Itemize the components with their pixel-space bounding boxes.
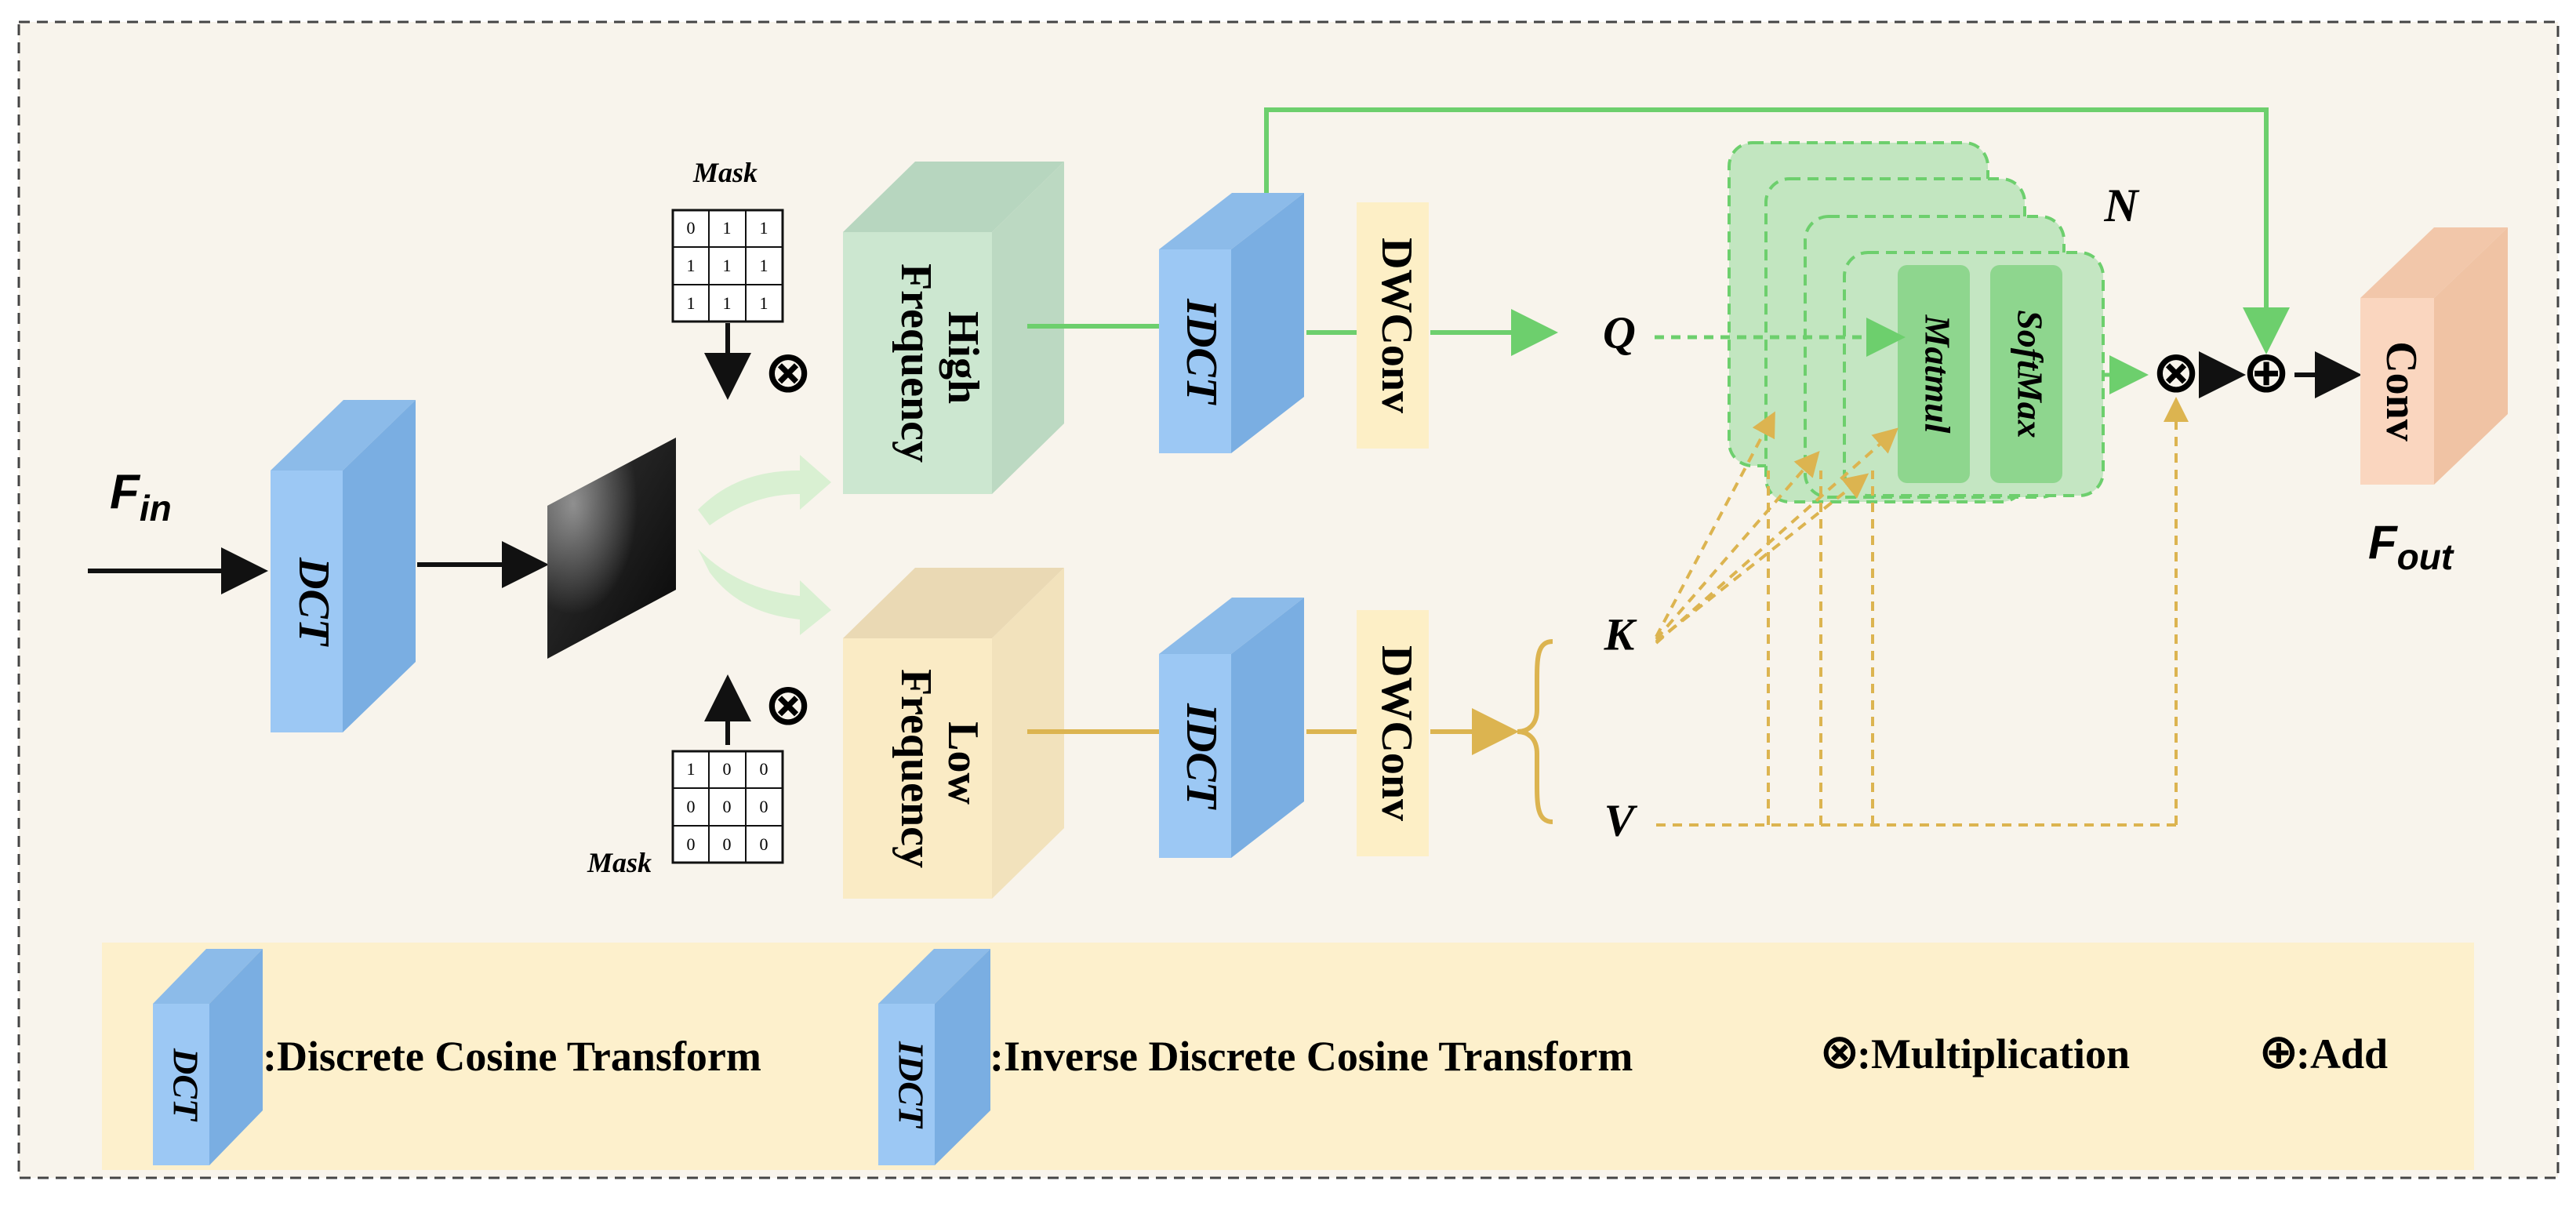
high-multiply-symbol: ⊗ [764, 340, 812, 405]
low-multiply-symbol: ⊗ [764, 672, 812, 737]
low-idct-block: IDCT [1159, 598, 1304, 858]
svg-text:1: 1 [723, 293, 732, 313]
high-dwconv-block: DWConv [1357, 202, 1429, 449]
f-out-label: Fout [2368, 516, 2454, 577]
low-dwconv-label: DWConv [1372, 645, 1421, 821]
split-arrow-high [698, 455, 831, 525]
low-frequency-block: Low Frequency [843, 568, 1064, 899]
legend-multiply-symbol: ⊗ [1819, 1025, 1860, 1079]
conv-block: Conv [2360, 227, 2508, 485]
residual-skip-connection [1264, 107, 2290, 354]
high-mask-grid: 0 1 1 1 1 1 1 1 1 [671, 209, 784, 323]
svg-text:0: 0 [687, 218, 696, 238]
q-label: Q [1603, 307, 1636, 358]
svg-text:1: 1 [723, 256, 732, 275]
legend-idct-swatch: IDCT [878, 949, 990, 1165]
low-mask-label: Mask [587, 847, 652, 878]
matmul-label: Matmul [1917, 314, 1957, 434]
frequency-spectrum-image [547, 438, 676, 659]
legend-add-symbol: ⊕ [2258, 1025, 2299, 1079]
v-paths [1656, 397, 2189, 827]
svg-text:0: 0 [723, 834, 732, 854]
legend-idct-label: IDCT [891, 1041, 931, 1129]
f-in-label: Fin [110, 465, 172, 529]
svg-text:1: 1 [687, 759, 696, 779]
matmul-block [1898, 265, 1970, 483]
v-label: V [1604, 794, 1638, 845]
legend-add-description: :Add [2296, 1030, 2388, 1077]
svg-text:1: 1 [687, 256, 696, 275]
svg-text:1: 1 [760, 293, 768, 313]
svg-text:0: 0 [687, 797, 696, 816]
split-arrow-low [698, 549, 831, 635]
svg-text:0: 0 [760, 834, 768, 854]
legend-idct-description: :Inverse Discrete Cosine Transform [990, 1033, 1633, 1080]
svg-text:1: 1 [760, 218, 768, 238]
add-symbol: ⊕ [2242, 340, 2291, 405]
dct-label: DCT [289, 557, 338, 648]
svg-text:1: 1 [723, 218, 732, 238]
k-to-attention-arrows [1655, 411, 1898, 645]
attention-multiply-symbol: ⊗ [2152, 340, 2200, 405]
high-frequency-label: High Frequency [892, 263, 987, 463]
legend: DCT :Discrete Cosine Transform IDCT :Inv… [102, 943, 2474, 1170]
attention-stack: Matmul SoftMax [1728, 141, 2105, 503]
high-dwconv-label: DWConv [1372, 238, 1421, 413]
svg-text:0: 0 [760, 797, 768, 816]
legend-dct-label: DCT [165, 1048, 205, 1122]
softmax-label: SoftMax [2010, 310, 2050, 438]
high-idct-label: IDCT [1177, 298, 1226, 406]
high-mask-label: Mask [692, 157, 758, 188]
legend-multiply-description: :Multiplication [1857, 1030, 2130, 1077]
low-frequency-label: Low Frequency [892, 669, 987, 868]
svg-text:0: 0 [687, 834, 696, 854]
svg-text:0: 0 [723, 759, 732, 779]
svg-text:0: 0 [723, 797, 732, 816]
conv-label: Conv [2377, 341, 2425, 441]
svg-text:1: 1 [760, 256, 768, 275]
high-idct-block: IDCT [1159, 193, 1304, 453]
legend-dct-swatch: DCT [153, 949, 263, 1165]
dct-block: DCT [271, 400, 416, 732]
n-layers-label: N [2103, 180, 2140, 231]
low-dwconv-block: DWConv [1357, 610, 1429, 856]
legend-dct-description: :Discrete Cosine Transform [263, 1033, 761, 1080]
svg-text:1: 1 [687, 293, 696, 313]
low-mask-grid: 1 0 0 0 0 0 0 0 0 [671, 750, 784, 864]
kv-split-brace [1517, 639, 1553, 824]
low-idct-label: IDCT [1177, 703, 1226, 811]
svg-text:0: 0 [760, 759, 768, 779]
softmax-block [1990, 265, 2062, 483]
k-label: K [1604, 609, 1637, 660]
